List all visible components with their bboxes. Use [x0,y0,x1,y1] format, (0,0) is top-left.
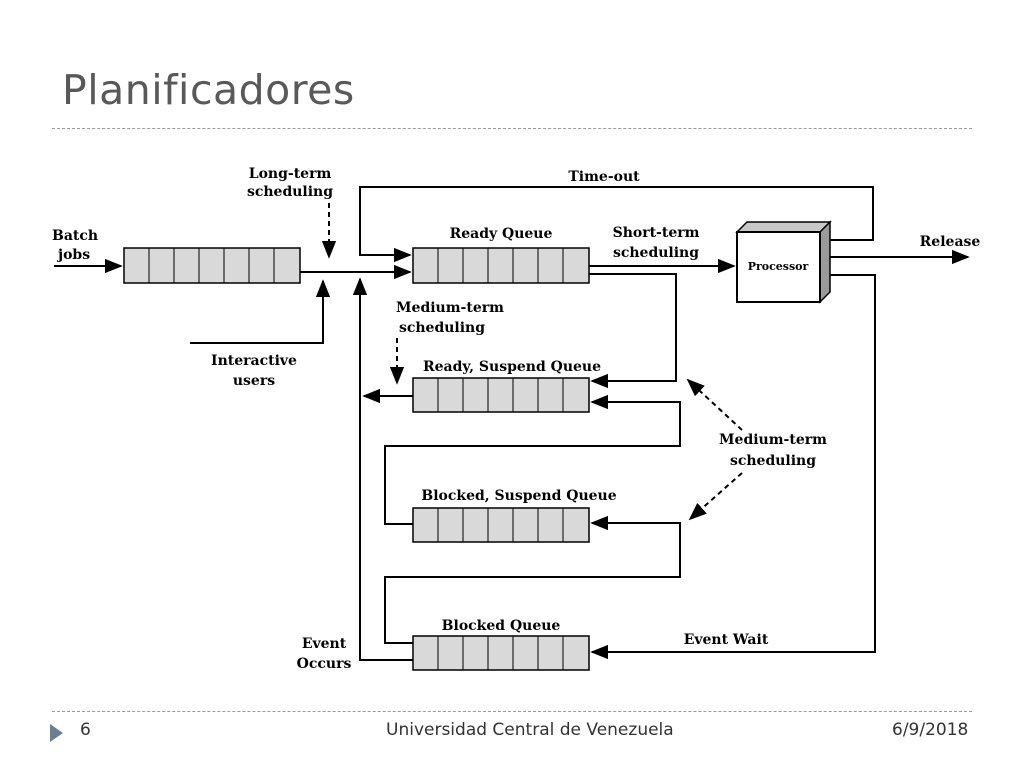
medium-term-right-label-line1: Medium-term [719,432,827,448]
batch-label-line2: jobs [56,247,90,263]
blocked-suspend-queue [412,507,590,543]
event-occurs-path [352,277,413,661]
footer-date: 6/9/2018 [892,720,969,740]
ready-suspend-queue [412,377,590,413]
event-occurs-label-line2: Occurs [297,656,352,672]
event-occurs-label-line1: Event [302,636,347,652]
blocked-queue [412,635,590,671]
interactive-label-line2: users [233,373,275,389]
release-label: Release [920,234,981,250]
processor-box [735,220,832,304]
interactive-input-arrow [190,279,331,344]
blocked-suspend-queue-label: Blocked, Suspend Queue [421,488,616,504]
blocked-suspend-to-ready-suspend-path [384,394,681,525]
footer-bullet-icon [50,724,63,742]
batch-queue [123,247,301,284]
event-wait-path [590,274,876,660]
ready-queue-label: Ready Queue [450,226,553,242]
medium-term-right-up-arrow [686,378,743,431]
slide-title: Planificadores [62,66,355,114]
processor-label: Processor [748,260,809,273]
medium-term-top-label-line1: Medium-term [396,300,504,316]
long-term-label-line2: scheduling [247,184,333,200]
short-term-label-line1: Short-term [613,225,700,241]
short-term-label-line2: scheduling [613,245,699,261]
medium-term-right-down-arrow [688,472,743,521]
blocked-queue-label: Blocked Queue [442,618,561,634]
footer-institution: Universidad Central de Venezuela [386,720,674,740]
ready-suspend-queue-label: Ready, Suspend Queue [423,359,601,375]
ready-queue [412,247,590,284]
medium-term-top-label-line2: scheduling [399,320,485,336]
ready-to-ready-suspend-arrow [589,273,677,389]
page-number: 6 [80,720,91,740]
long-term-label-line1: Long-term [249,166,332,182]
interactive-label-line1: Interactive [211,353,297,369]
timeout-label: Time-out [568,169,640,185]
blocked-to-blocked-suspend-path [384,515,681,644]
timeout-loop [359,186,874,263]
title-divider [52,128,972,129]
footer-divider [52,711,972,712]
batch-label-line1: Batch [52,228,98,244]
medium-term-right-label-line2: scheduling [730,453,816,469]
event-wait-label: Event Wait [684,632,769,648]
